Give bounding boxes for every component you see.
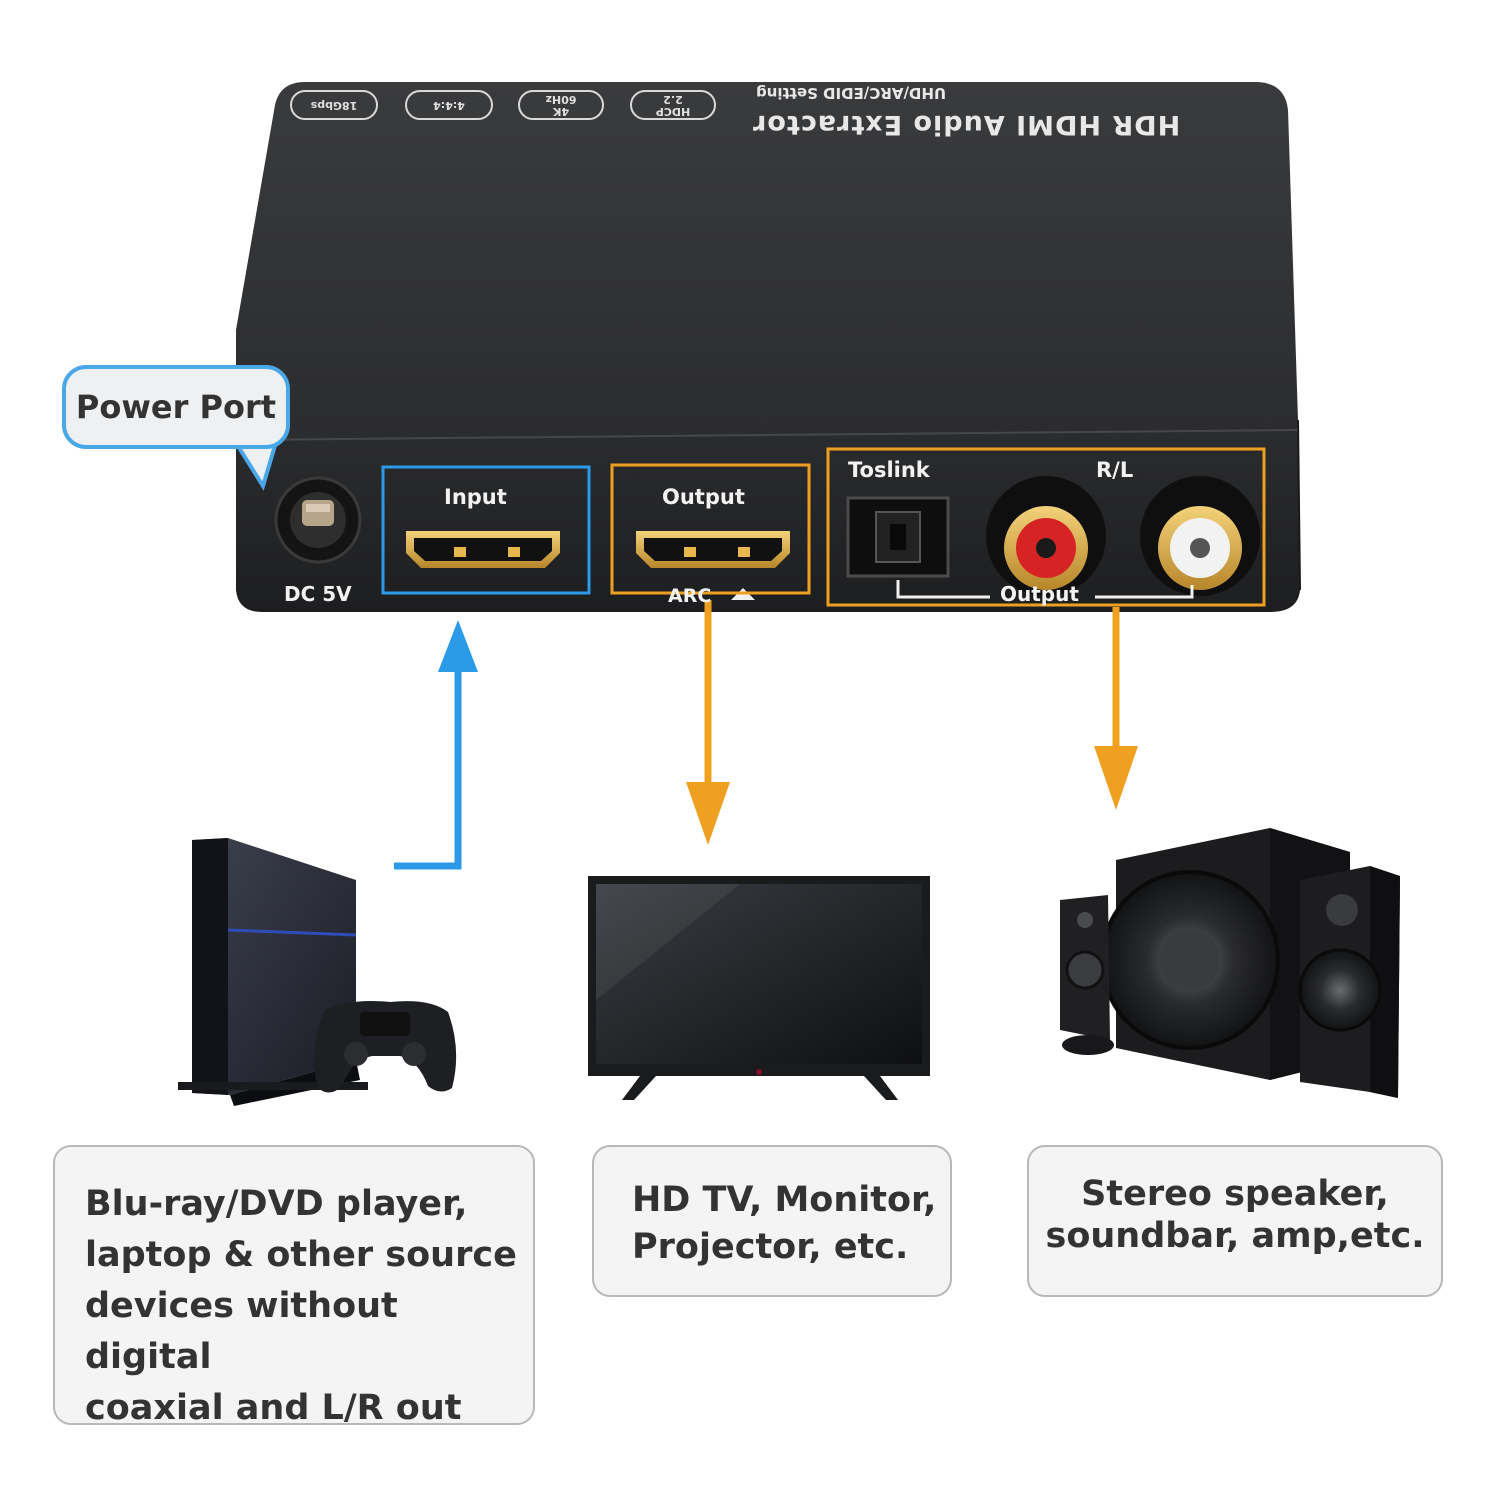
toslink-optical-port: [846, 496, 950, 578]
tv-icon: [588, 876, 930, 1100]
ps4-console-icon: [178, 838, 368, 1106]
source-caption-line: laptop & other source: [85, 1235, 517, 1275]
callout-tail: [236, 441, 278, 491]
badge-18gbps: 18Gbps: [290, 90, 378, 120]
audio-devices-caption: Stereo speaker, soundbar, amp,etc.: [1027, 1145, 1443, 1297]
audio-output-bracket: [896, 580, 1194, 599]
source-devices-caption: Blu-ray/DVD player, laptop & other sourc…: [53, 1145, 535, 1428]
rca-left-white-port: [1140, 476, 1260, 596]
input-highlight-box: [381, 465, 591, 595]
hdmi-output-port: [636, 531, 790, 568]
audio-caption-line: Stereo speaker,: [1081, 1174, 1389, 1214]
device-title: HDR HDMI Audio Extractor: [752, 109, 1181, 140]
input-arrow: [394, 620, 478, 870]
input-port-label: Input: [444, 485, 507, 509]
arc-label: ARC: [668, 585, 712, 607]
audio-caption-line: soundbar, amp,etc.: [1045, 1216, 1425, 1256]
hdmi-input-port: [406, 531, 560, 568]
audio-output-label: Output: [1000, 582, 1079, 606]
gamepad-icon: [314, 1001, 457, 1093]
audio-output-highlight-box: [826, 447, 1266, 607]
power-port-label: Power Port: [75, 388, 277, 426]
source-caption-line: coaxial and L/R out: [85, 1388, 462, 1428]
power-port-callout: Power Port: [62, 365, 290, 449]
device-subtitle: UHD/ARC/EDID Setting: [756, 84, 947, 102]
rca-right-red-port: [986, 476, 1106, 596]
dc-power-jack: [274, 476, 362, 564]
badge-444: 4:4:4: [405, 90, 493, 120]
display-caption-line: HD TV, Monitor,: [632, 1180, 937, 1220]
toslink-label: Toslink: [848, 458, 930, 482]
display-devices-caption: HD TV, Monitor, Projector, etc.: [592, 1145, 952, 1297]
display-caption-line: Projector, etc.: [632, 1227, 909, 1267]
dc-5v-label: DC 5V: [284, 582, 352, 606]
source-caption-line: Blu-ray/DVD player,: [85, 1184, 468, 1224]
output-port-label: Output: [662, 485, 745, 509]
speaker-system-icon: [1060, 828, 1400, 1098]
audio-arrow: [1094, 607, 1138, 810]
output-highlight-box: [610, 463, 811, 595]
rl-label: R/L: [1096, 458, 1134, 482]
source-caption-line: devices without digital: [85, 1286, 398, 1377]
display-arrow: [686, 600, 730, 845]
